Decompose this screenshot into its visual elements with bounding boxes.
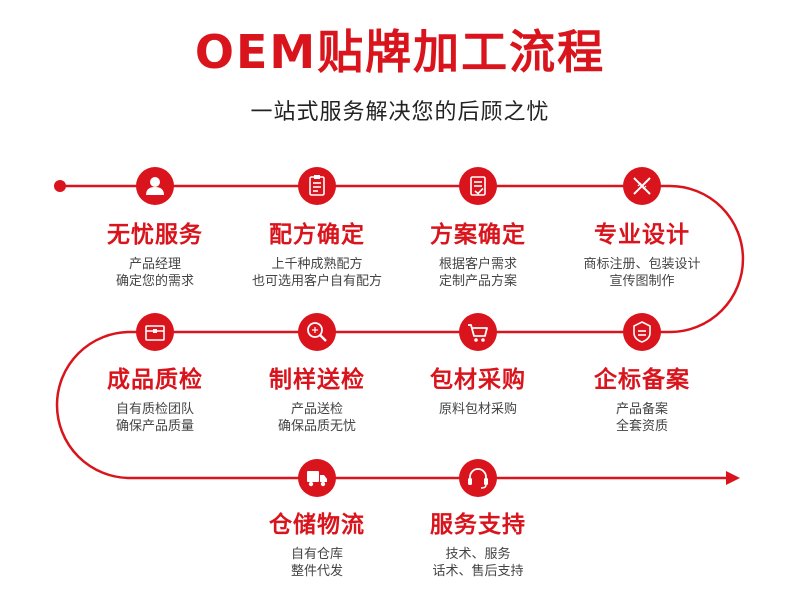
step-7: 制样送检 产品送检 确保品质无忧 <box>242 365 392 435</box>
step-title: 专业设计 <box>594 222 690 248</box>
step-desc-line: 定制产品方案 <box>438 274 517 289</box>
step-desc-line: 技术、服务 <box>445 547 511 562</box>
step-desc-line: 产品备案 <box>615 402 668 417</box>
step-desc-line: 话术、售后支持 <box>432 564 524 579</box>
step-title: 包材采购 <box>430 367 526 393</box>
step-desc-line: 确保品质无忧 <box>277 419 356 434</box>
step-desc-line: 确定您的需求 <box>115 274 194 289</box>
headset-icon <box>468 468 488 489</box>
step-9: 仓储物流 自有仓库 整件代发 <box>242 510 392 580</box>
node-3 <box>459 167 497 205</box>
step-6: 包材采购 原料包材采购 <box>403 365 553 418</box>
step-1: 无忧服务 产品经理 确定您的需求 <box>80 220 230 290</box>
page-title: OEM贴牌加工流程 <box>194 25 606 79</box>
step-desc-line: 上千种成熟配方 <box>271 257 363 272</box>
node-4 <box>623 167 661 205</box>
node-8 <box>136 313 174 351</box>
step-title: 无忧服务 <box>107 222 203 248</box>
step-desc-line: 产品送检 <box>290 402 343 417</box>
step-5: 企标备案 产品备案 全套资质 <box>567 365 717 435</box>
step-desc-line: 也可选用客户自有配方 <box>251 274 382 289</box>
inspection-magnifier-icon <box>307 322 327 342</box>
filing-shield-icon <box>633 321 651 343</box>
step-title: 成品质检 <box>107 367 203 393</box>
step-desc-line: 自有仓库 <box>290 547 343 562</box>
user-icon <box>146 177 164 195</box>
step-desc-line: 自有质检团队 <box>115 402 194 417</box>
page-subtitle: 一站式服务解决您的后顾之忧 <box>250 100 550 125</box>
step-10: 服务支持 技术、服务 话术、售后支持 <box>403 510 553 580</box>
flow-end-arrow <box>726 471 740 485</box>
step-desc-line: 全套资质 <box>615 419 668 434</box>
node-6 <box>459 313 497 351</box>
step-desc-line: 原料包材采购 <box>438 402 517 417</box>
step-4: 专业设计 商标注册、包装设计 宣传图制作 <box>567 220 717 290</box>
step-8: 成品质检 自有质检团队 确保产品质量 <box>80 365 230 435</box>
step-desc-line: 商标注册、包装设计 <box>583 257 701 272</box>
node-10 <box>459 459 497 497</box>
step-title: 制样送检 <box>269 367 365 393</box>
step-desc-line: 产品经理 <box>128 257 181 272</box>
step-title: 服务支持 <box>430 512 526 538</box>
step-title: 仓储物流 <box>269 512 365 538</box>
flow-start-dot <box>54 180 66 192</box>
formula-clipboard-icon <box>309 175 325 196</box>
node-7 <box>298 313 336 351</box>
step-desc-line: 确保产品质量 <box>115 419 194 434</box>
node-2 <box>298 167 336 205</box>
node-5 <box>623 313 661 351</box>
step-desc-line: 根据客户需求 <box>438 257 517 272</box>
node-1 <box>136 167 174 205</box>
step-title: 配方确定 <box>269 222 365 248</box>
step-3: 方案确定 根据客户需求 定制产品方案 <box>403 220 553 290</box>
document-check-icon <box>470 176 486 196</box>
step-2: 配方确定 上千种成熟配方 也可选用客户自有配方 <box>242 220 392 290</box>
shopping-cart-icon <box>468 324 488 342</box>
delivery-truck-icon <box>307 471 327 487</box>
step-title: 企标备案 <box>594 367 690 393</box>
flow-line <box>55 184 745 480</box>
box-icon <box>145 325 165 341</box>
node-9 <box>298 459 336 497</box>
step-desc-line: 整件代发 <box>290 564 343 579</box>
design-tools-icon <box>633 177 651 195</box>
step-desc-line: 宣传图制作 <box>609 274 675 289</box>
step-title: 方案确定 <box>430 222 526 248</box>
